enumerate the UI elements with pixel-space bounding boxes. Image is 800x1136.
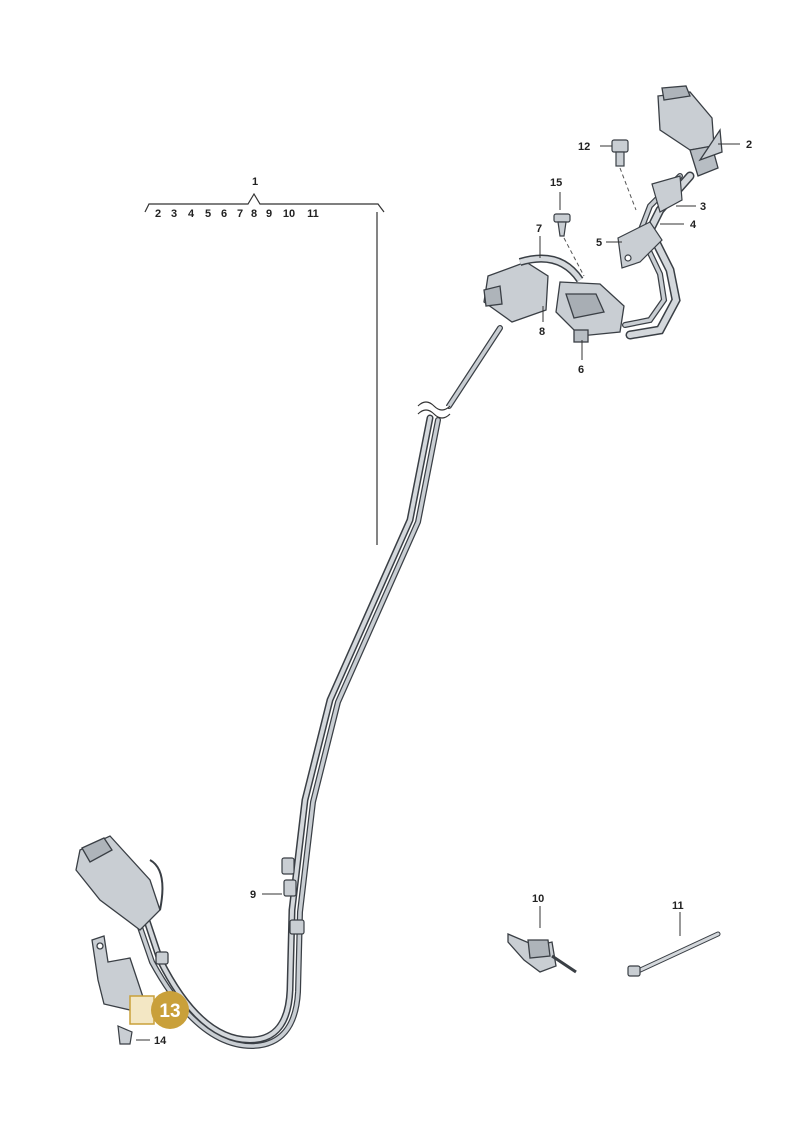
clip-15-dash [563, 237, 585, 277]
assembly-component: 5 [205, 208, 211, 220]
bottom-connector [75, 835, 164, 931]
callout-11: 11 [672, 900, 684, 912]
assembly-component: 7 [237, 208, 243, 220]
highlight-label: 13 [159, 1001, 180, 1022]
assembly-bracket [144, 192, 385, 545]
assembly-component: 8 [251, 208, 257, 220]
highlight-badge [151, 991, 189, 1029]
assembly-component: 4 [188, 208, 195, 220]
part-11-cable-tie [627, 931, 721, 977]
callout-14: 14 [154, 1035, 167, 1047]
callout-4: 4 [690, 219, 697, 231]
highlight-frame [129, 995, 155, 1025]
assembly-component-list: 2 3 4 5 6 7 8 9 10 11 [155, 208, 319, 220]
part-10-holder [507, 933, 577, 974]
clip-15 [553, 213, 571, 237]
left-connector [483, 254, 584, 323]
callout-3: 3 [700, 201, 706, 213]
assembly-component: 9 [266, 208, 272, 220]
assembly-label: 1 [252, 176, 258, 188]
center-connector-block [555, 281, 625, 343]
screw-14 [117, 1025, 133, 1045]
callout-8: 8 [539, 326, 545, 338]
assembly-component: 3 [171, 208, 177, 220]
callouts: 2 3 4 5 6 7 8 9 10 11 12 14 15 [154, 139, 752, 1047]
assembly-component: 11 [307, 208, 319, 220]
highlight-callout-13[interactable]: 13 [129, 991, 189, 1029]
callout-15: 15 [550, 177, 562, 189]
callout-2: 2 [746, 139, 752, 151]
leader-lines [136, 143, 740, 1041]
callout-7: 7 [536, 223, 542, 235]
callout-9: 9 [250, 889, 256, 901]
assembly-component: 10 [283, 208, 295, 220]
callout-6: 6 [578, 364, 584, 376]
callout-12: 12 [578, 141, 590, 153]
cable-clips [281, 857, 305, 935]
top-connector [657, 85, 723, 177]
long-cable [129, 325, 503, 1050]
callout-10: 10 [532, 893, 544, 905]
cable-break-symbol [417, 401, 451, 419]
bolt-12-dash [619, 167, 637, 211]
assembly-component: 6 [221, 208, 227, 220]
harness-bracket [617, 175, 683, 269]
assembly-component: 2 [155, 208, 161, 220]
bolt-12 [611, 139, 629, 167]
callout-5: 5 [596, 237, 602, 249]
